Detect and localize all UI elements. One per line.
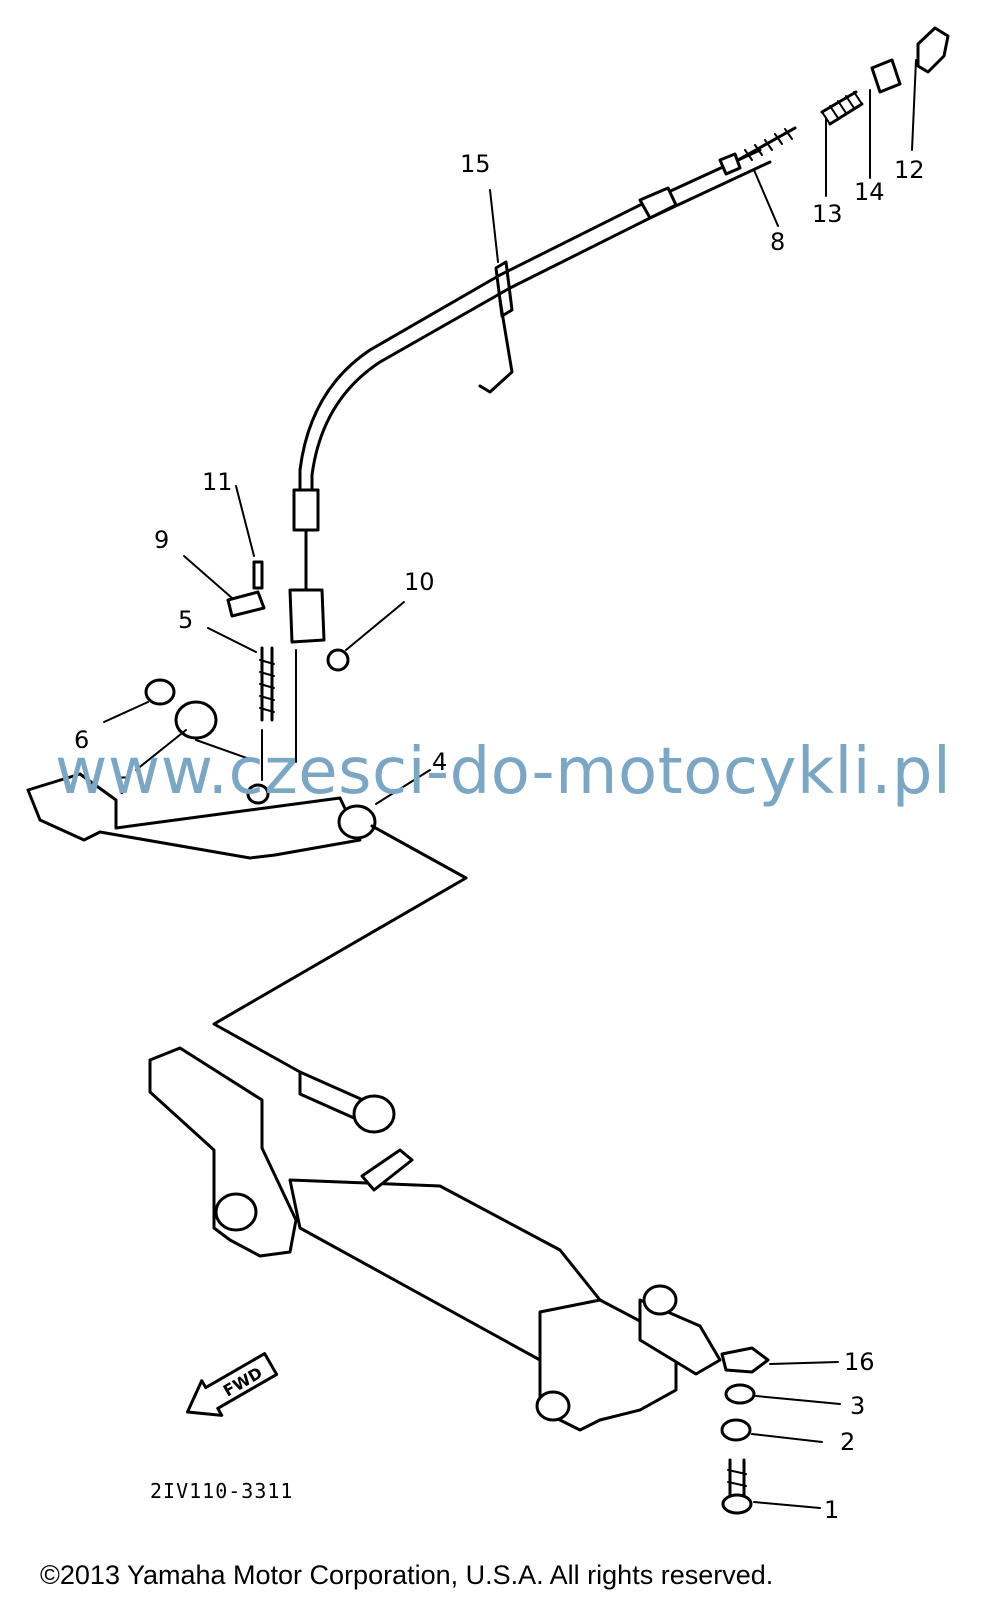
cable-clevis — [288, 588, 326, 644]
nut — [326, 648, 350, 672]
adjuster-spring — [820, 90, 864, 126]
pedal-boss — [337, 804, 377, 840]
mounting-plate — [720, 1346, 770, 1374]
copyright-notice: ©2013 Yamaha Motor Corporation, U.S.A. A… — [40, 1560, 774, 1590]
leader-lines — [103, 59, 917, 1509]
return-spring — [259, 646, 275, 722]
callout-14: 14 — [854, 178, 885, 206]
callout-5: 5 — [178, 606, 193, 634]
hex-nut — [720, 1418, 752, 1442]
assembly-line — [212, 824, 468, 1074]
cotter-pin — [252, 560, 264, 590]
cable-adjuster-fitting — [638, 186, 678, 220]
adjuster-rod — [736, 126, 797, 162]
callout-16: 16 — [844, 1348, 875, 1376]
callout-6: 6 — [74, 726, 89, 754]
callout-2: 2 — [840, 1428, 855, 1456]
callout-7: 7 — [116, 772, 131, 800]
footrest-bar — [148, 1046, 722, 1432]
callout-13: 13 — [812, 200, 843, 228]
callout-4: 4 — [432, 748, 447, 776]
callout-12: 12 — [894, 156, 925, 184]
bracket-tab — [360, 1148, 414, 1192]
footrest-left — [148, 1046, 298, 1258]
footrest-peg — [638, 1298, 722, 1376]
brake-pedal — [26, 772, 377, 860]
callout-3: 3 — [850, 1392, 865, 1420]
cable-nut — [718, 152, 742, 176]
callout-8: 8 — [770, 228, 785, 256]
callout-15: 15 — [460, 150, 491, 178]
wing-nut — [916, 26, 950, 74]
drawing-code: 2IV110-3311 — [150, 1479, 293, 1503]
washer — [174, 700, 218, 740]
cable-bracket — [478, 260, 514, 394]
clevis-pin — [226, 590, 266, 618]
callout-10: 10 — [404, 568, 435, 596]
circlip — [144, 678, 176, 706]
cable-end-fitting — [292, 488, 320, 532]
bolt — [721, 1458, 753, 1515]
brake-cable — [288, 148, 772, 644]
watermark: www.czesci-do-motocykli.pl — [55, 735, 952, 809]
lock-washer — [724, 1383, 756, 1405]
adjuster-pin — [870, 58, 902, 94]
callout-9: 9 — [154, 526, 169, 554]
callout-1: 1 — [824, 1496, 839, 1524]
callout-11: 11 — [202, 468, 233, 496]
fwd-arrow-icon: FWD — [186, 1352, 279, 1417]
